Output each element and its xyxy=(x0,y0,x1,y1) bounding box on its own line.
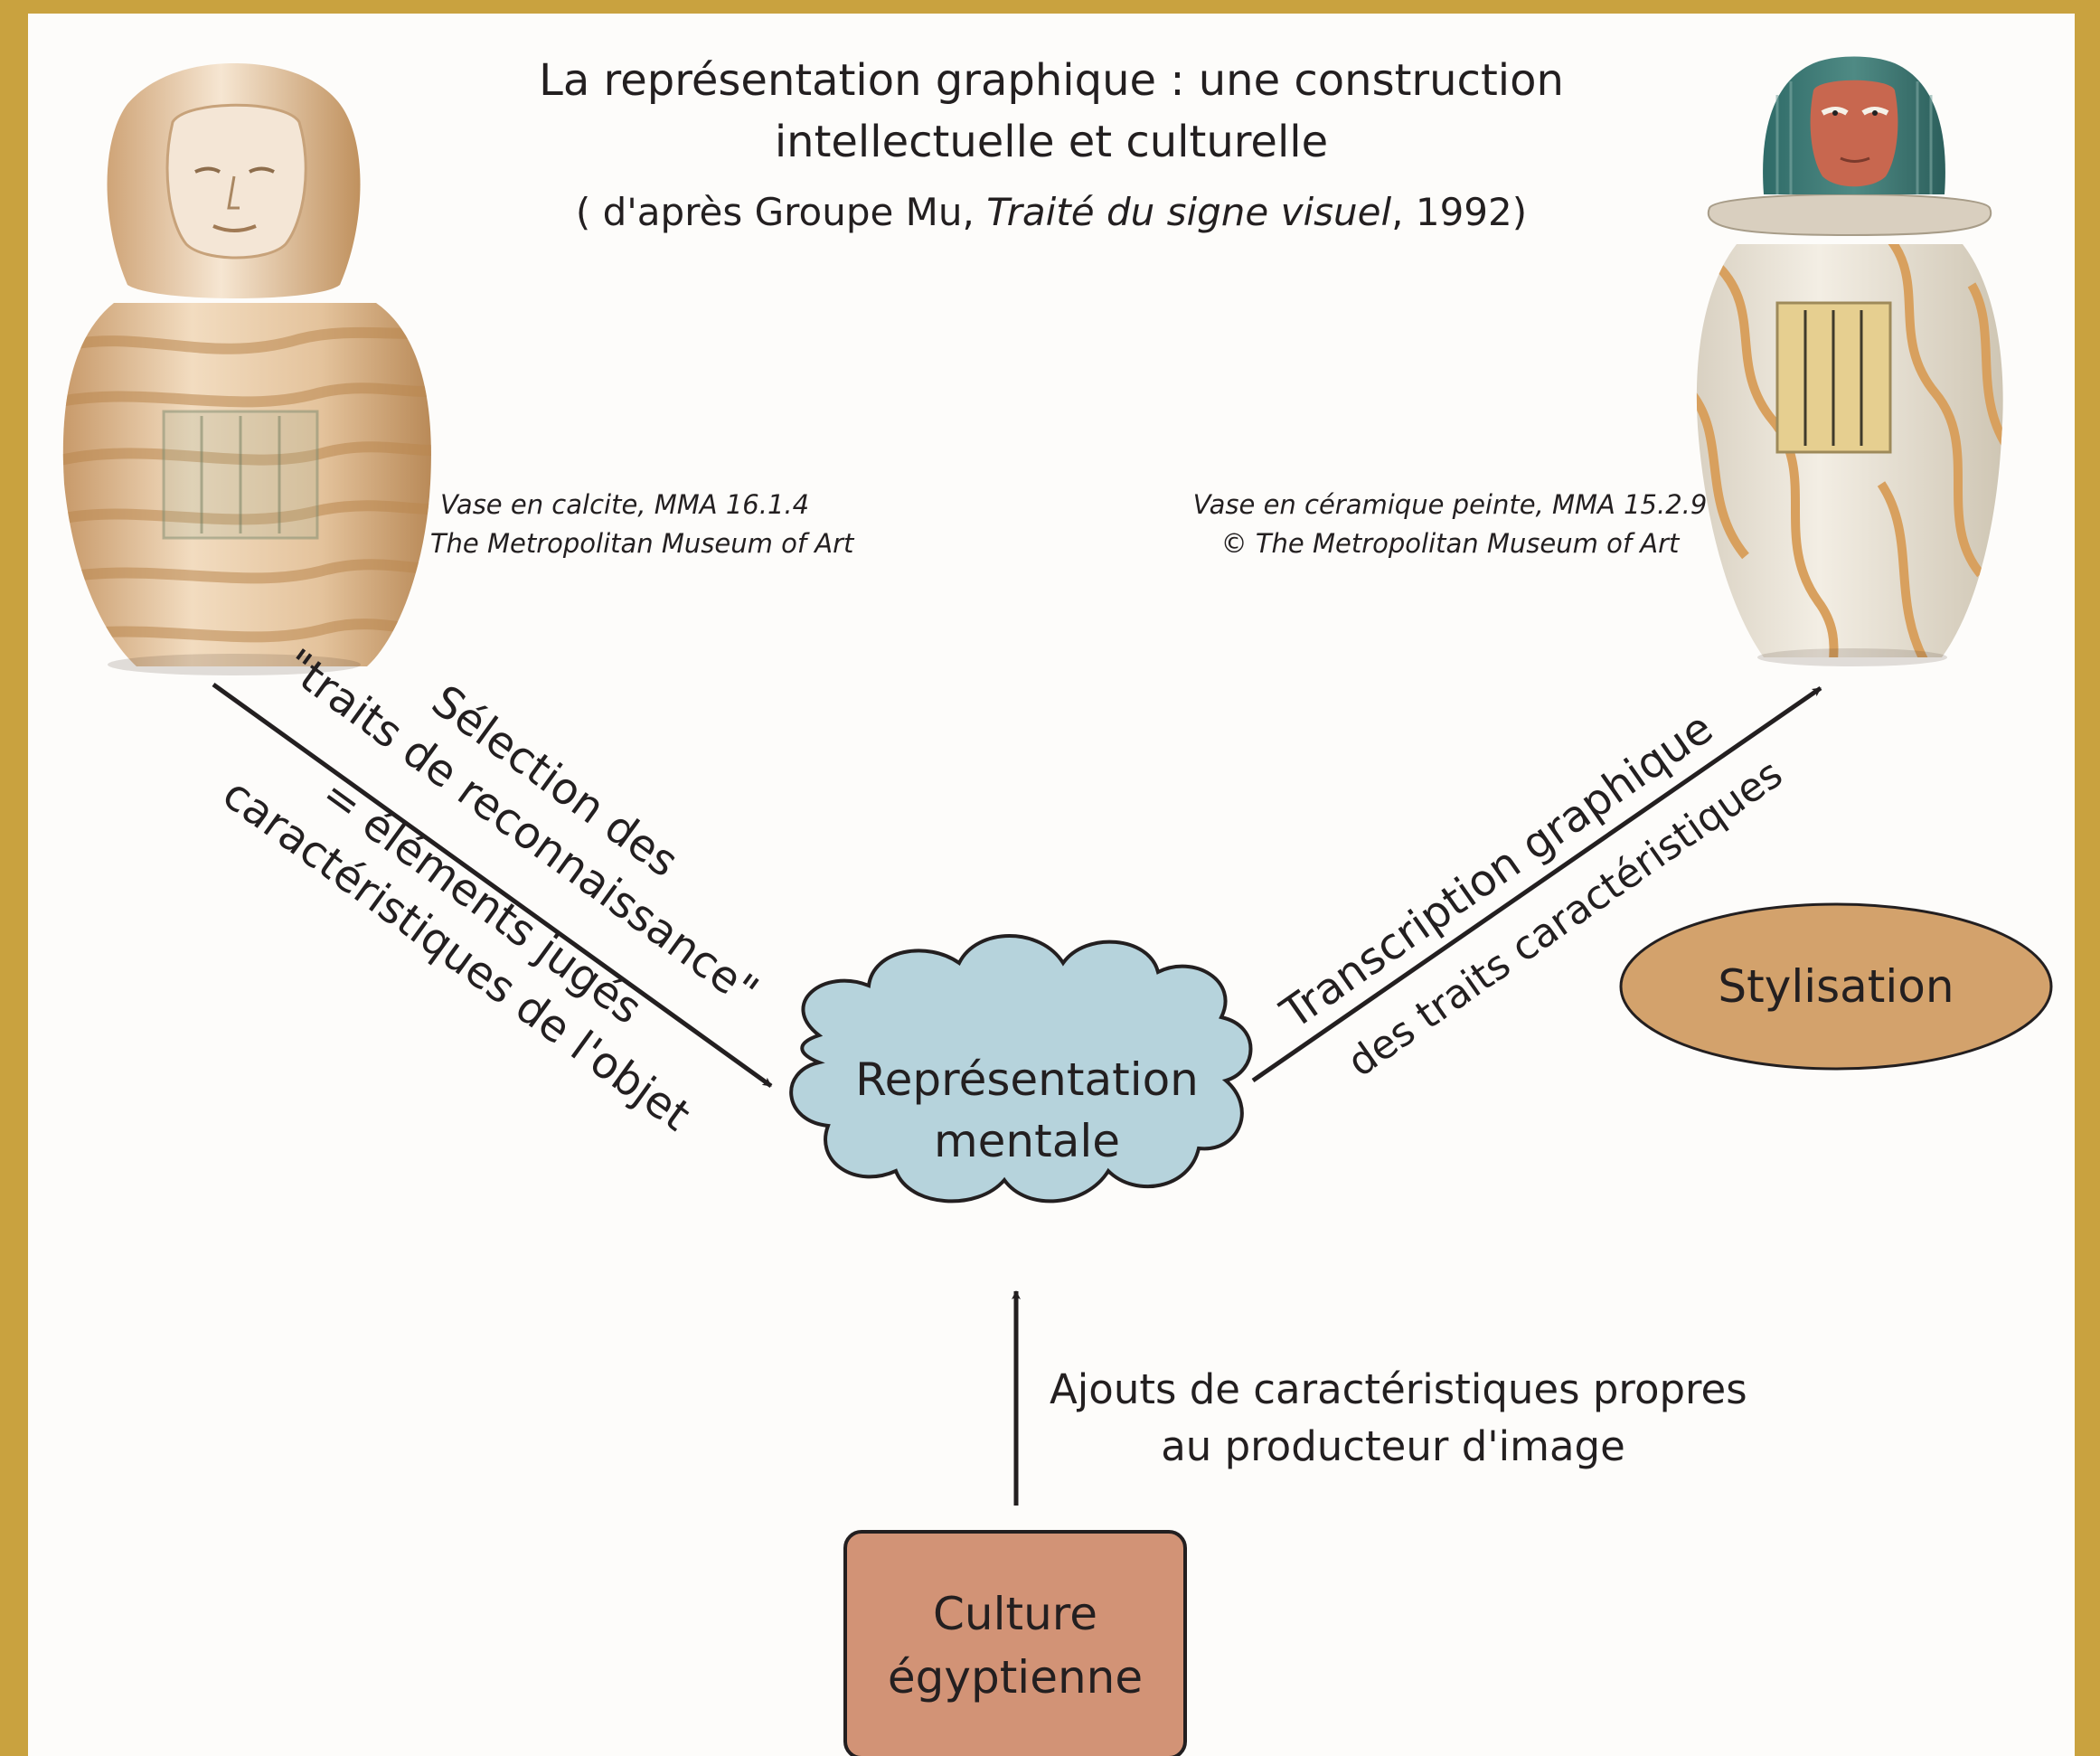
cultural-additions-line-2: au producteur d'image xyxy=(1050,1418,1737,1475)
left-vase-face xyxy=(167,105,306,258)
cultural-additions-label: Ajouts de caractéristiques propres au pr… xyxy=(1050,1361,1737,1475)
diagram-canvas: La représentation graphique : une constr… xyxy=(28,14,2075,1756)
left-vase-calcite xyxy=(55,63,444,675)
cloud-label-line-2: mentale xyxy=(828,1110,1226,1172)
cloud-label-line-1: Représentation xyxy=(828,1049,1226,1110)
cultural-additions-line-1: Ajouts de caractéristiques propres xyxy=(1050,1361,1737,1418)
culture-box-label-line-2: égyptienne xyxy=(845,1646,1185,1709)
culture-box-label: Culture égyptienne xyxy=(845,1582,1185,1709)
right-vase-face xyxy=(1811,80,1898,187)
culture-box-label-line-1: Culture xyxy=(845,1582,1185,1646)
cloud-label: Représentation mentale xyxy=(828,1049,1226,1172)
right-vase-ceramique xyxy=(1691,57,2008,684)
stylisation-label: Stylisation xyxy=(1621,959,2051,1014)
right-vase-lid xyxy=(1709,194,1991,235)
